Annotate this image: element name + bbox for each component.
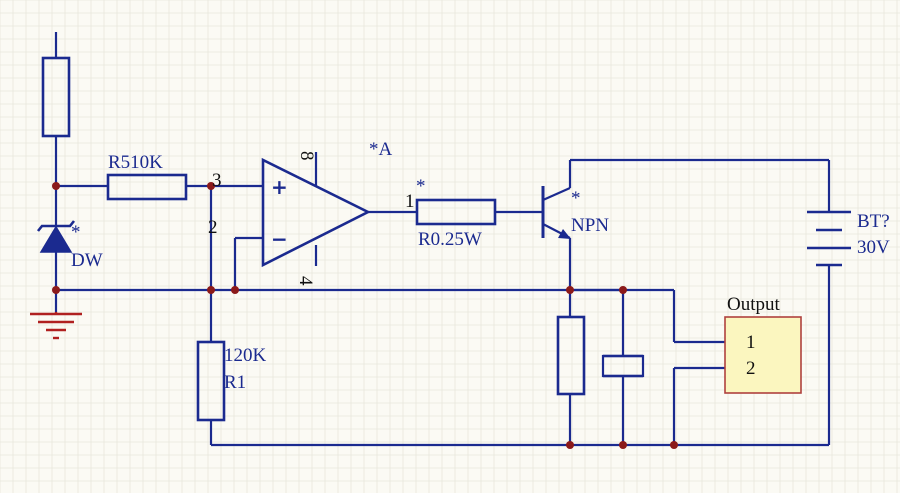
top-resistor xyxy=(41,56,71,138)
output-pin-1: 1 xyxy=(746,332,756,353)
opamp-plus: + xyxy=(271,175,288,199)
ground-icon xyxy=(30,312,82,340)
label-bt: BT? xyxy=(857,211,890,232)
capacitor-icon xyxy=(601,354,645,378)
battery-icon xyxy=(807,210,851,267)
output-connector xyxy=(724,316,802,394)
label-output: Output xyxy=(727,294,781,315)
label-30v: 30V xyxy=(857,237,890,258)
opamp-minus: − xyxy=(271,227,288,251)
label-r025w: R0.25W xyxy=(418,229,482,250)
label-r510k: R510K xyxy=(108,152,163,173)
pin-2: 2 xyxy=(208,217,218,238)
pin-1: 1 xyxy=(405,191,415,212)
npn-transistor-icon xyxy=(541,186,571,239)
label-opamp-ref: *A xyxy=(369,139,393,160)
label-r1: R1 xyxy=(224,372,246,393)
wires xyxy=(54,32,831,447)
resistor-r025w xyxy=(415,198,497,226)
output-pin-2: 2 xyxy=(746,358,756,379)
zener-diode-icon xyxy=(36,220,76,253)
label-120k: 120K xyxy=(224,345,267,366)
op-amp xyxy=(261,157,371,268)
pin-4: 4 xyxy=(295,276,316,286)
pin-8: 8 xyxy=(296,151,317,161)
resistor-r510k xyxy=(106,173,188,201)
resistor-r1 xyxy=(196,340,226,422)
pin-3: 3 xyxy=(212,170,222,191)
emitter-resistor xyxy=(556,315,586,396)
junction-dots xyxy=(52,182,678,449)
star-npn: * xyxy=(571,188,581,209)
label-dw: DW xyxy=(71,250,103,271)
star-r025w: * xyxy=(416,176,426,197)
label-npn: NPN xyxy=(571,215,609,236)
star-dw: * xyxy=(71,222,81,243)
